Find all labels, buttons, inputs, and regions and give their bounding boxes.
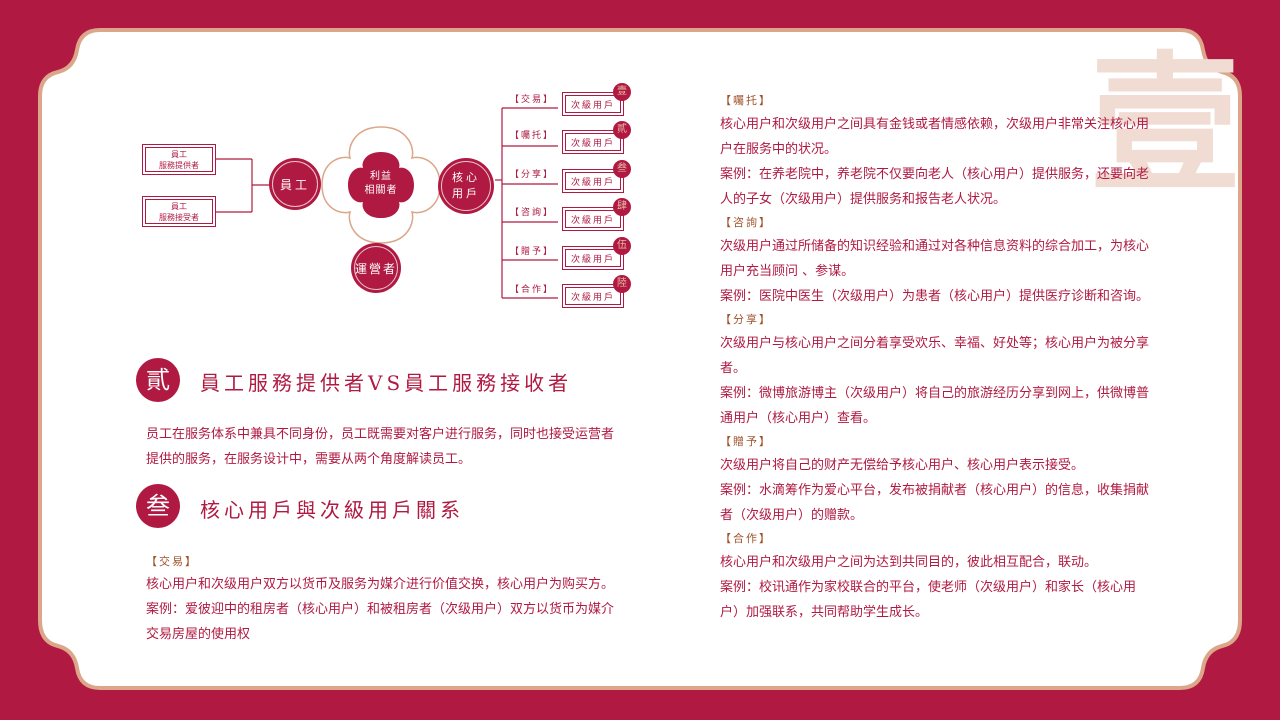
section-2-body: 员工在服务体系中兼具不同身份，员工既需要对客户进行服务，同时也接受运营者 提供的… bbox=[146, 427, 615, 467]
tag-trade: 【交易】 bbox=[146, 555, 198, 568]
number-badge: 貳 bbox=[613, 121, 631, 139]
employee-node: 員工 bbox=[269, 158, 321, 210]
number-badge: 肆 bbox=[613, 198, 631, 216]
employee-provider-box: 員工 服務提供者 bbox=[142, 144, 216, 175]
section-3-badge: 叁 bbox=[136, 484, 180, 528]
section-2-badge: 貳 bbox=[136, 358, 180, 402]
watermark-numeral: 壹 bbox=[1090, 37, 1241, 213]
secondary-user-box: 次級用戶 bbox=[562, 169, 624, 193]
entry-consult: 【咨詢】 次级用户通过所储备的知识经验和通过对各种信息资料的综合加工，为核心 用… bbox=[720, 216, 1150, 304]
branch-label-cooperate: 【合作】 bbox=[510, 285, 555, 295]
branch-label-entrust: 【囑托】 bbox=[510, 131, 555, 141]
branch-label-trade: 【交易】 bbox=[510, 95, 555, 105]
number-badge: 陸 bbox=[613, 275, 631, 293]
number-badge: 伍 bbox=[613, 237, 631, 255]
branch-label-share: 【分享】 bbox=[510, 170, 555, 180]
entry-entrust: 【囑托】 核心用户和次级用户之间具有金钱或者情感依赖，次级用户非常关注核心用 户… bbox=[720, 94, 1150, 207]
entry-cooperate: 【合作】 核心用户和次级用户之间为达到共同目的，彼此相互配合，联动。 案例：校讯… bbox=[720, 532, 1137, 620]
branch-label-consult: 【咨詢】 bbox=[510, 208, 555, 218]
entry-share: 【分享】 次级用户与核心用户之间分着享受欢乐、幸福、好处等；核心用户为被分享 者… bbox=[720, 313, 1150, 426]
right-column: 【囑托】 核心用户和次级用户之间具有金钱或者情感依赖，次级用户非常关注核心用 户… bbox=[720, 90, 1200, 625]
operator-node: 運營者 bbox=[351, 243, 401, 293]
number-badge: 壹 bbox=[613, 83, 631, 101]
core-user-node: 核心 用戶 bbox=[438, 158, 494, 214]
number-badge: 叁 bbox=[613, 160, 631, 178]
employee-receiver-box: 員工 服務接受者 bbox=[142, 196, 216, 227]
section-3-title: 核心用戶與次級用戶關系 bbox=[200, 498, 464, 522]
stakeholder-node: 利益 相關者 bbox=[364, 171, 398, 196]
branch-label-gift: 【贈予】 bbox=[510, 247, 555, 257]
section-2-title: 員工服務提供者VS員工服務接收者 bbox=[200, 371, 573, 395]
entry-gift: 【贈予】 次级用户将自己的财产无偿给予核心用户、核心用户表示接受。 案例：水滴筹… bbox=[720, 435, 1150, 523]
section-3-trade: 【交易】 核心用户和次级用户双方以货币及服务为媒介进行价值交换，核心用户为购买方… bbox=[146, 552, 676, 647]
